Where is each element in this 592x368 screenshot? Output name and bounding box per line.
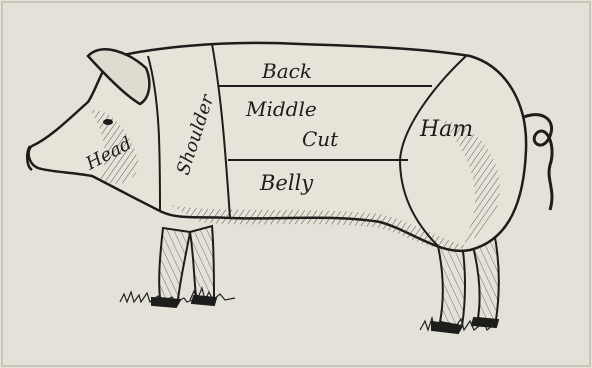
label-cut: Cut — [302, 127, 339, 151]
label-belly: Belly — [259, 171, 314, 195]
label-middle: Middle — [245, 97, 317, 121]
pig-eye — [103, 119, 113, 125]
label-ham: Ham — [419, 117, 473, 142]
label-back: Back — [261, 59, 312, 83]
